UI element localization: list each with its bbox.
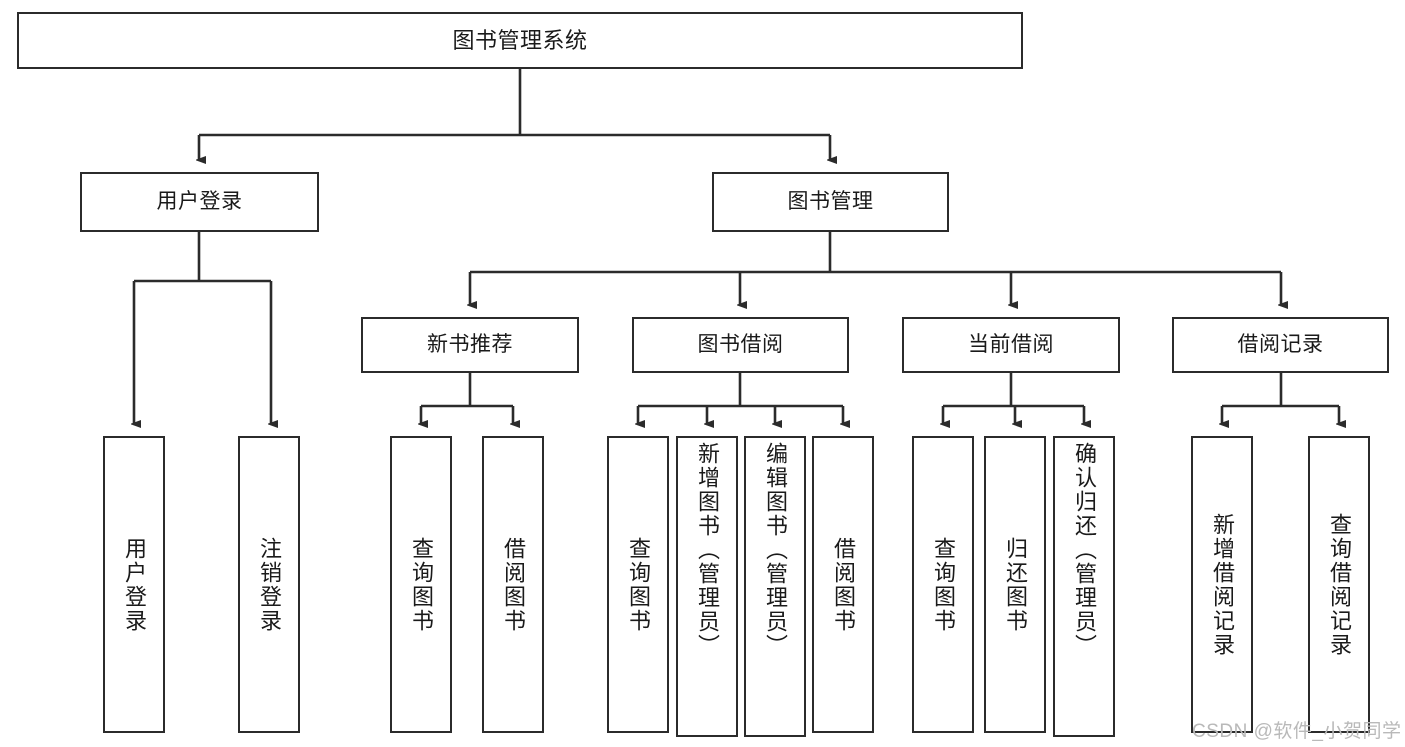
node-user-login[interactable]: 用户登录	[80, 172, 319, 232]
leaf-add-book-label: 新增图书（管理员）	[695, 442, 720, 658]
leaf-query-book-2-label: 查询图书	[626, 536, 651, 633]
leaf-query-book-3-label: 查询图书	[931, 536, 956, 633]
leaf-add-record[interactable]: 新增借阅记录	[1191, 436, 1253, 733]
node-book-manage-label: 图书管理	[787, 189, 874, 213]
leaf-query-record[interactable]: 查询借阅记录	[1308, 436, 1370, 733]
node-root[interactable]: 图书管理系统	[17, 12, 1023, 69]
node-current-borrow-label: 当前借阅	[968, 332, 1054, 356]
node-borrow-record[interactable]: 借阅记录	[1172, 317, 1389, 373]
leaf-add-record-label: 新增借阅记录	[1210, 512, 1235, 657]
leaf-borrow-book-2[interactable]: 借阅图书	[812, 436, 874, 733]
node-current-borrow[interactable]: 当前借阅	[902, 317, 1120, 373]
leaf-logout-label: 注销登录	[257, 536, 282, 633]
leaf-query-record-label: 查询借阅记录	[1327, 512, 1352, 657]
leaf-query-book-2[interactable]: 查询图书	[607, 436, 669, 733]
node-book-manage[interactable]: 图书管理	[712, 172, 949, 232]
leaf-confirm-return[interactable]: 确认归还（管理员）	[1053, 436, 1115, 737]
leaf-return-book[interactable]: 归还图书	[984, 436, 1046, 733]
leaf-add-book[interactable]: 新增图书（管理员）	[676, 436, 738, 737]
leaf-query-book-1-label: 查询图书	[409, 536, 434, 633]
leaf-borrow-book-1[interactable]: 借阅图书	[482, 436, 544, 733]
leaf-user-login-label: 用户登录	[122, 536, 147, 633]
node-user-login-label: 用户登录	[156, 189, 243, 213]
node-borrow-record-label: 借阅记录	[1237, 332, 1324, 356]
leaf-borrow-book-2-label: 借阅图书	[831, 536, 856, 633]
leaf-edit-book[interactable]: 编辑图书（管理员）	[744, 436, 806, 737]
node-book-borrow-label: 图书借阅	[697, 332, 784, 356]
csdn-watermark: CSDN @软件_小贺同学	[1192, 721, 1402, 742]
node-new-book-rec[interactable]: 新书推荐	[361, 317, 579, 373]
leaf-edit-book-label: 编辑图书（管理员）	[763, 442, 788, 658]
leaf-query-book-1[interactable]: 查询图书	[390, 436, 452, 733]
leaf-user-login[interactable]: 用户登录	[103, 436, 165, 733]
node-new-book-rec-label: 新书推荐	[427, 332, 513, 356]
leaf-query-book-3[interactable]: 查询图书	[912, 436, 974, 733]
node-root-label: 图书管理系统	[452, 27, 588, 53]
leaf-confirm-return-label: 确认归还（管理员）	[1072, 442, 1097, 658]
leaf-borrow-book-1-label: 借阅图书	[501, 536, 526, 633]
leaf-logout[interactable]: 注销登录	[238, 436, 300, 733]
node-book-borrow[interactable]: 图书借阅	[632, 317, 849, 373]
leaf-return-book-label: 归还图书	[1003, 536, 1028, 633]
